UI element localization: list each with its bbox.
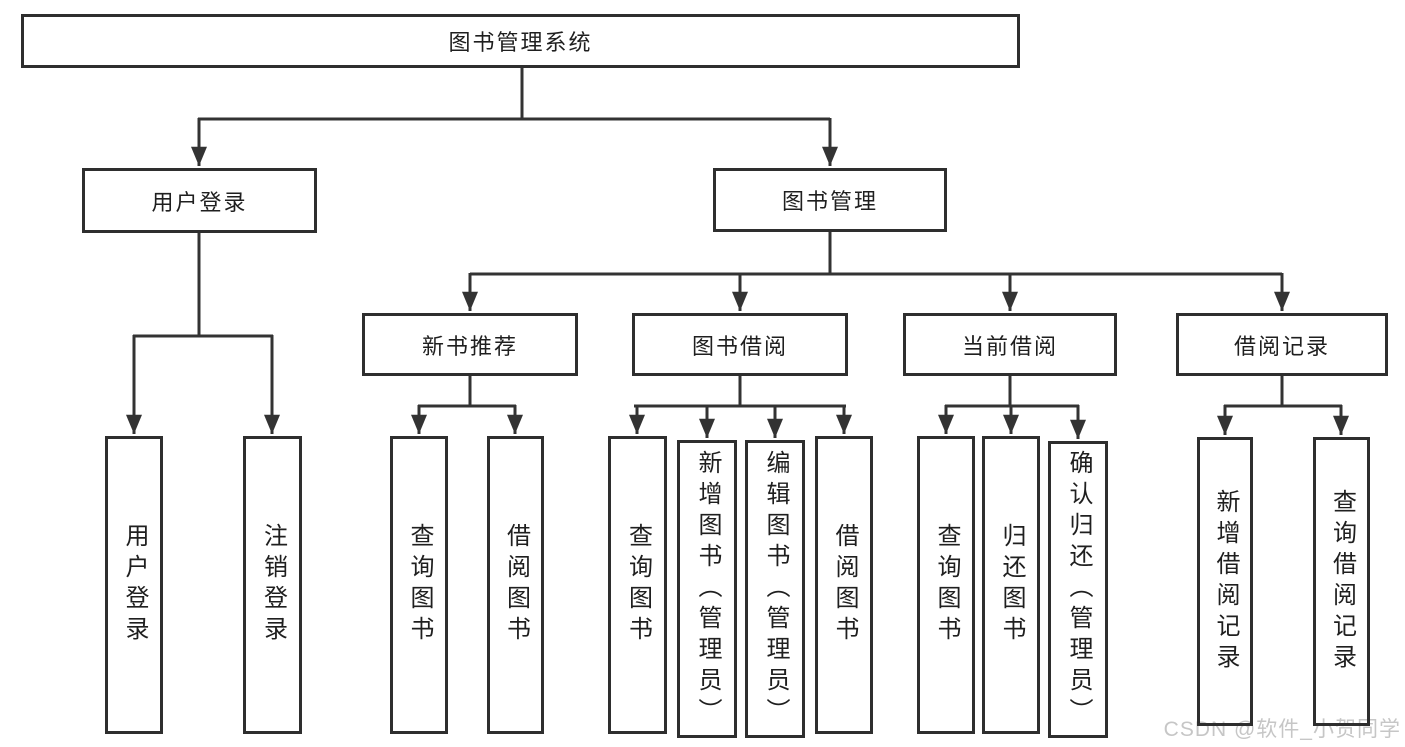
node-book-borrowing: 图书借阅 [632,313,848,376]
leaf-bb-edit-books-admin: 编辑图书（管理员） [745,440,805,738]
leaf-cb-query-books: 查询图书 [917,436,975,734]
leaf-cb-return-books: 归还图书 [982,436,1040,734]
leaf-nb-borrow-books: 借阅图书 [487,436,544,734]
node-user-login: 用户登录 [82,168,317,233]
node-new-book-recommend: 新书推荐 [362,313,578,376]
node-root: 图书管理系统 [21,14,1020,68]
node-book-management: 图书管理 [713,168,947,232]
node-borrowing-records: 借阅记录 [1176,313,1388,376]
connector-book-borrow [629,375,852,438]
leaf-logout: 注销登录 [243,436,302,734]
connector-book-mgmt-to-level3 [462,232,1290,311]
connector-root-to-level2 [191,68,838,166]
connector-borrow-records [1217,375,1349,435]
leaf-br-add-record: 新增借阅记录 [1197,437,1253,726]
leaf-user-login: 用户登录 [105,436,163,734]
connector-user-login [126,233,280,434]
connector-new-books [411,375,523,434]
leaf-nb-query-books: 查询图书 [390,436,448,734]
leaf-bb-add-books-admin: 新增图书（管理员） [677,440,737,738]
leaf-br-query-record: 查询借阅记录 [1313,437,1370,726]
connector-current-borrow [938,375,1086,439]
leaf-bb-query-books: 查询图书 [608,436,667,734]
leaf-cb-confirm-return-admin: 确认归还（管理员） [1048,441,1108,738]
leaf-bb-borrow-books: 借阅图书 [815,436,873,734]
node-current-borrowing: 当前借阅 [903,313,1117,376]
